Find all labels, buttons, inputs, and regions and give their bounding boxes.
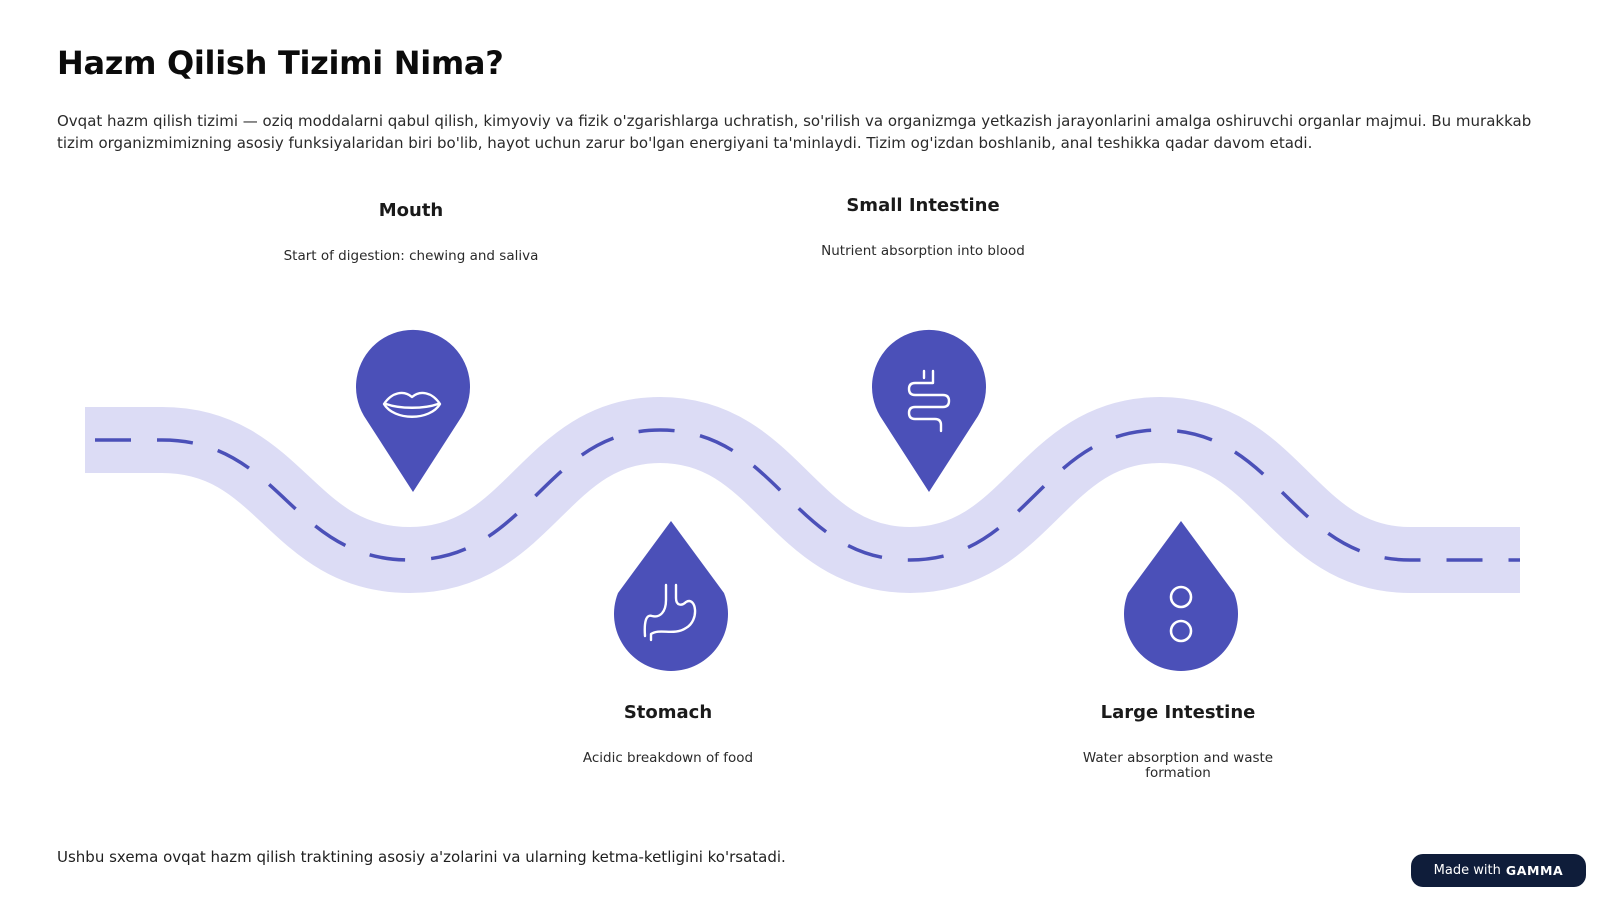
mouth-marker xyxy=(356,329,470,492)
page-title: Hazm Qilish Tizimi Nima? xyxy=(57,44,504,82)
intestine-icon xyxy=(907,369,951,433)
badge-prefix: Made with xyxy=(1433,863,1501,878)
intro-paragraph: Ovqat hazm qilish tizimi — oziq moddalar… xyxy=(57,112,1532,152)
small-intestine-marker xyxy=(871,329,986,492)
lips-icon xyxy=(382,391,442,418)
step-desc-mouth: Start of digestion: chewing and saliva xyxy=(283,248,539,264)
gamma-logo: GAMMA xyxy=(1505,863,1564,878)
step-desc-stomach: Acidic breakdown of food xyxy=(582,750,754,766)
step-title-large-intestine: Large Intestine xyxy=(1100,702,1256,723)
footer-caption: Ushbu sxema ovqat hazm qilish traktining… xyxy=(57,848,786,866)
step-desc-large-intestine: Water absorption and waste formation xyxy=(1082,750,1274,781)
step-title-mouth: Mouth xyxy=(378,200,444,221)
large-intestine-marker xyxy=(1124,521,1238,671)
road-band xyxy=(85,396,1520,594)
step-desc-small-intestine: Nutrient absorption into blood xyxy=(821,243,1025,259)
colon-icon xyxy=(1169,585,1193,643)
step-title-stomach: Stomach xyxy=(623,702,713,723)
stomach-marker xyxy=(614,521,728,671)
step-title-small-intestine: Small Intestine xyxy=(846,195,1000,216)
made-with-gamma-badge[interactable]: Made with GAMMA xyxy=(1411,854,1586,887)
stomach-icon xyxy=(643,583,697,642)
